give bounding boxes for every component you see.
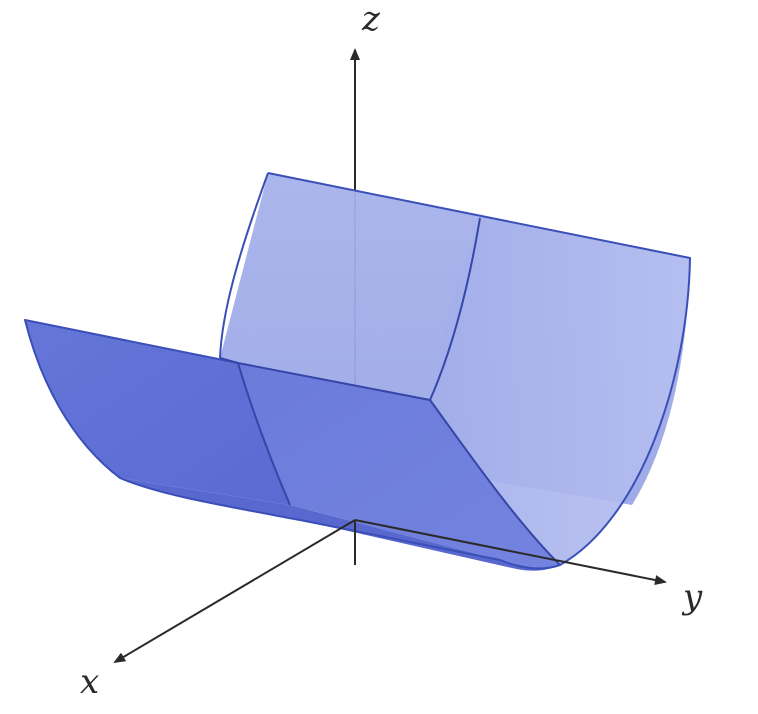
surface-front-middle	[238, 363, 560, 568]
x-axis	[113, 519, 356, 664]
surface-front-left	[25, 320, 290, 505]
grid-line-front-curve	[237, 362, 291, 506]
grid-line-trough	[429, 399, 561, 566]
x-axis-label: x	[80, 662, 99, 702]
surface-outline	[24, 172, 691, 570]
surface-back-edge	[219, 172, 269, 359]
z-axis-label: z	[361, 0, 381, 39]
y-axis-label: y	[681, 577, 703, 617]
surface-right-wall	[430, 218, 690, 565]
y-axis	[354, 519, 667, 585]
surface-trough	[120, 478, 560, 571]
grid-line-back-vertical	[429, 217, 481, 401]
